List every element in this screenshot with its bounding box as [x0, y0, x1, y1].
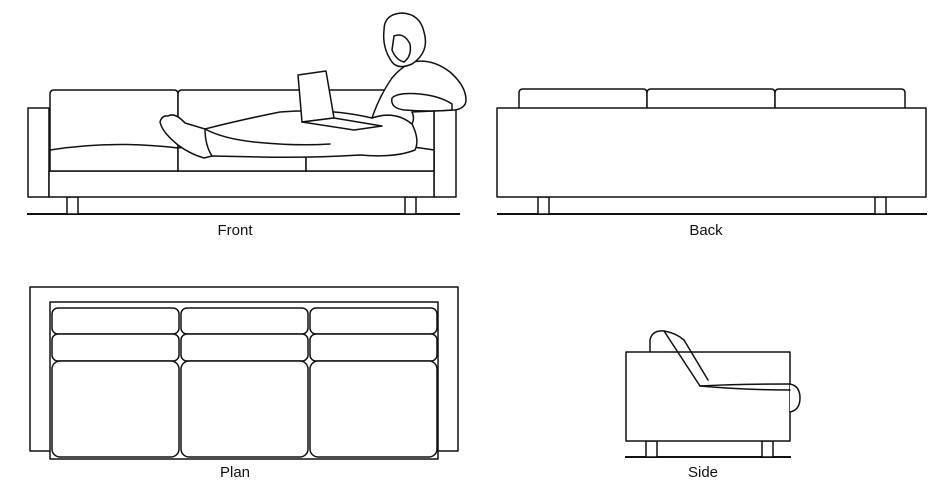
front-arm-right [433, 107, 457, 198]
side-back-cushion-top [649, 330, 685, 353]
back-view: Back [496, 88, 927, 239]
back-body [496, 107, 927, 198]
plan-view-label: Plan [220, 464, 250, 481]
side-body [625, 351, 791, 442]
back-leg-left [537, 196, 550, 215]
back-leg-right [874, 196, 887, 215]
person-arm [391, 92, 453, 112]
laptop-base [301, 117, 383, 131]
plan-view: Plan [29, 286, 459, 481]
plan-mid-cushion-1 [51, 333, 180, 362]
plan-back-cushion-1 [51, 307, 180, 335]
person-leg-line [204, 128, 331, 146]
plan-seat-cushion-2 [180, 360, 309, 458]
person-knee-line [204, 128, 213, 157]
side-back-cushion-inner [683, 339, 709, 381]
side-leg-back [645, 440, 658, 458]
plan-back-cushion-3 [309, 307, 438, 335]
side-seat-cushion-bulge [789, 383, 801, 413]
laptop-screen [297, 70, 335, 123]
front-view: Front [27, 12, 467, 239]
plan-seat-cushion-1 [51, 360, 180, 458]
back-cushion-top-1 [518, 88, 648, 109]
back-view-label: Back [689, 222, 723, 239]
reclining-person-figure [159, 12, 467, 159]
front-leg-right [404, 196, 417, 215]
plan-back-cushion-2 [180, 307, 309, 335]
side-view: Side [625, 330, 801, 481]
side-seat-cushion-line [699, 385, 791, 391]
front-leg-left [66, 196, 79, 215]
plan-seat-cushion-3 [309, 360, 438, 458]
front-arm-left [27, 107, 50, 198]
person-face [391, 34, 412, 63]
front-base [48, 170, 435, 198]
back-cushion-top-3 [774, 88, 906, 109]
back-cushion-top-2 [646, 88, 776, 109]
side-view-label: Side [688, 464, 718, 481]
plan-mid-cushion-3 [309, 333, 438, 362]
side-leg-front [761, 440, 774, 458]
front-seat-cushion-1 [49, 143, 179, 172]
front-view-label: Front [217, 222, 253, 239]
plan-mid-cushion-2 [180, 333, 309, 362]
